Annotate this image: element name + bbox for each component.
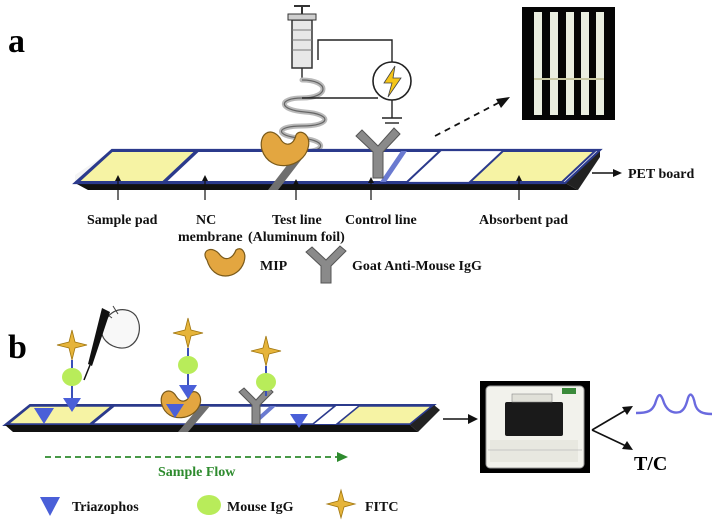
nc-membrane-label-1: NC: [196, 213, 216, 228]
dashed-arrow: [434, 101, 501, 137]
power-source-icon: [372, 61, 412, 101]
reader-device: [480, 381, 590, 473]
strip-photo: [522, 7, 615, 120]
mouse-igg-legend-label: Mouse IgG: [227, 500, 294, 515]
sample-flow-label: Sample Flow: [158, 465, 236, 480]
goat-igg-legend-icon: [305, 245, 347, 284]
mip-legend-icon: [204, 248, 246, 277]
probe-stack-2: [166, 317, 204, 418]
sample-pad-label: Sample pad: [87, 213, 158, 228]
tc-label: T/C: [634, 453, 667, 475]
absorbent-pad-a: [467, 150, 598, 183]
test-strip-b: [2, 404, 440, 432]
mouse-igg-legend-icon: [197, 495, 221, 515]
mip-legend-label: MIP: [260, 259, 288, 274]
nc-membrane-a: [162, 150, 443, 183]
hand-pipette-icon: [83, 305, 140, 381]
pet-board-label: PET board: [628, 167, 694, 182]
absorbent-pad-b: [334, 405, 435, 425]
test-strip-a: [72, 148, 603, 190]
sample-pad-b: [5, 405, 115, 425]
panel-b-letter: b: [8, 329, 27, 366]
control-line-label: Control line: [345, 213, 417, 228]
triazophos-legend-icon: [40, 497, 60, 516]
syringe-icon: [287, 5, 317, 80]
signal-trace: [635, 393, 713, 416]
test-line-label-2: (Aluminum foil): [248, 230, 345, 245]
goat-igg-legend-label: Goat Anti-Mouse IgG: [352, 259, 482, 274]
triazophos-on-pad: [34, 408, 54, 424]
output-arrows: [591, 409, 627, 447]
absorbent-pad-label: Absorbent pad: [479, 213, 568, 228]
test-line-label-1: Test line: [272, 213, 322, 228]
circuit-wires: [302, 39, 402, 124]
antibody-shape-a: [355, 127, 401, 179]
nc-membrane-label-2: membrane: [178, 230, 243, 245]
panel-a-letter: a: [8, 23, 25, 60]
label-pointers-a: [117, 178, 520, 200]
triazophos-legend-label: Triazophos: [72, 500, 139, 515]
triazophos-on-membrane: [290, 414, 308, 428]
sample-pad-a: [75, 150, 199, 183]
fitc-legend-label: FITC: [365, 500, 398, 515]
dashed-arrow-head: [496, 97, 510, 108]
nc-membrane-b: [89, 405, 338, 425]
antibody-on-strip-b: [238, 386, 274, 425]
probe-stack-3: [250, 335, 282, 396]
mip-shape-a: [260, 131, 310, 167]
probe-stack-1: [56, 329, 88, 412]
fitc-legend-icon: [325, 488, 357, 520]
